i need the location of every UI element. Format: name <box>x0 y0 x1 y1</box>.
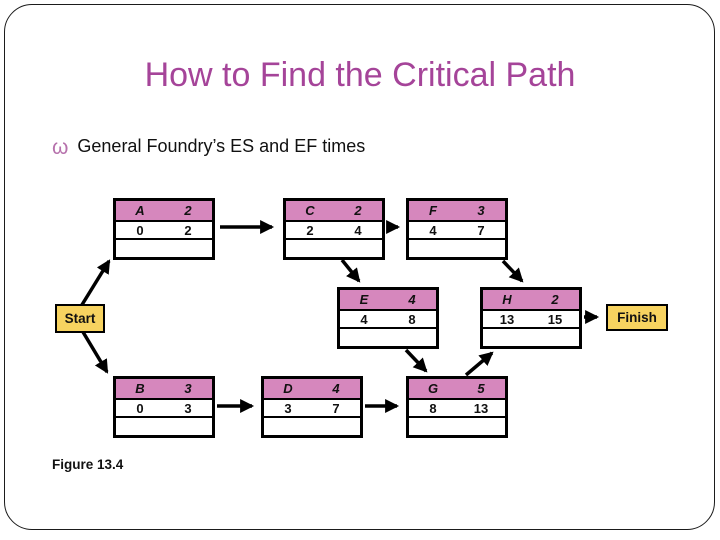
bullet-line: ω General Foundry’s ES and EF times <box>52 136 366 159</box>
node-c-duration: 2 <box>354 203 362 218</box>
node-d-slack-row <box>264 418 360 435</box>
node-a-duration: 2 <box>184 203 192 218</box>
node-a-slack-row <box>116 240 212 257</box>
activity-node-f: F 3 4 7 <box>406 198 508 260</box>
node-f-ef: 7 <box>477 222 485 238</box>
activity-node-c: C 2 2 4 <box>283 198 385 260</box>
node-f-esef: 4 7 <box>409 222 505 240</box>
node-d-letter: D <box>283 381 293 396</box>
node-d-header: D 4 <box>264 379 360 400</box>
bullet-icon: ω <box>52 136 69 159</box>
node-a-ef: 2 <box>184 222 192 238</box>
node-d-ef: 7 <box>332 400 340 416</box>
node-c-letter: C <box>305 203 315 218</box>
node-e-header: E 4 <box>340 290 436 311</box>
node-a-esef: 0 2 <box>116 222 212 240</box>
edge-c-e <box>340 258 361 283</box>
node-e-duration: 4 <box>408 292 416 307</box>
node-e-letter: E <box>359 292 369 307</box>
edge-g-h <box>464 351 494 377</box>
activity-node-g: G 5 8 13 <box>406 376 508 438</box>
figure-caption: Figure 13.4 <box>52 457 124 472</box>
start-node: Start <box>55 304 105 333</box>
node-e-esef: 4 8 <box>340 311 436 329</box>
node-b-header: B 3 <box>116 379 212 400</box>
node-g-slack-row <box>409 418 505 435</box>
bullet-text: General Foundry’s ES and EF times <box>77 136 366 156</box>
node-e-slack-row <box>340 329 436 346</box>
node-c-es: 2 <box>306 222 314 238</box>
node-g-ef: 13 <box>473 400 489 416</box>
node-f-letter: F <box>429 203 437 218</box>
node-e-ef: 8 <box>408 311 416 327</box>
node-g-duration: 5 <box>477 381 485 396</box>
node-f-duration: 3 <box>477 203 485 218</box>
node-b-ef: 3 <box>184 400 192 416</box>
node-h-es: 13 <box>499 311 515 327</box>
activity-node-b: B 3 0 3 <box>113 376 215 438</box>
node-g-es: 8 <box>429 400 437 416</box>
edge-start-b <box>78 326 109 374</box>
node-c-ef: 4 <box>354 222 362 238</box>
node-c-esef: 2 4 <box>286 222 382 240</box>
node-f-header: F 3 <box>409 201 505 222</box>
node-h-slack-row <box>483 329 579 346</box>
edge-start-a <box>78 259 111 309</box>
node-c-slack-row <box>286 240 382 257</box>
node-c-header: C 2 <box>286 201 382 222</box>
node-g-header: G 5 <box>409 379 505 400</box>
node-d-duration: 4 <box>332 381 340 396</box>
edge-e-g <box>404 348 428 373</box>
node-g-esef: 8 13 <box>409 400 505 418</box>
node-e-es: 4 <box>360 311 368 327</box>
node-h-letter: H <box>502 292 512 307</box>
node-d-esef: 3 7 <box>264 400 360 418</box>
node-b-letter: B <box>135 381 145 396</box>
node-b-slack-row <box>116 418 212 435</box>
node-f-es: 4 <box>429 222 437 238</box>
node-b-duration: 3 <box>184 381 192 396</box>
node-a-header: A 2 <box>116 201 212 222</box>
node-d-es: 3 <box>284 400 292 416</box>
node-b-es: 0 <box>136 400 144 416</box>
activity-node-h: H 2 13 15 <box>480 287 582 349</box>
node-a-es: 0 <box>136 222 144 238</box>
edge-f-h <box>501 259 524 283</box>
finish-node: Finish <box>606 304 668 331</box>
node-h-esef: 13 15 <box>483 311 579 329</box>
activity-node-e: E 4 4 8 <box>337 287 439 349</box>
activity-node-a: A 2 0 2 <box>113 198 215 260</box>
node-a-letter: A <box>135 203 145 218</box>
node-h-header: H 2 <box>483 290 579 311</box>
activity-node-d: D 4 3 7 <box>261 376 363 438</box>
node-b-esef: 0 3 <box>116 400 212 418</box>
node-f-slack-row <box>409 240 505 257</box>
slide-title: How to Find the Critical Path <box>144 56 576 94</box>
node-h-ef: 15 <box>547 311 563 327</box>
slide-border <box>4 4 715 530</box>
node-h-duration: 2 <box>551 292 559 307</box>
node-g-letter: G <box>427 381 439 396</box>
